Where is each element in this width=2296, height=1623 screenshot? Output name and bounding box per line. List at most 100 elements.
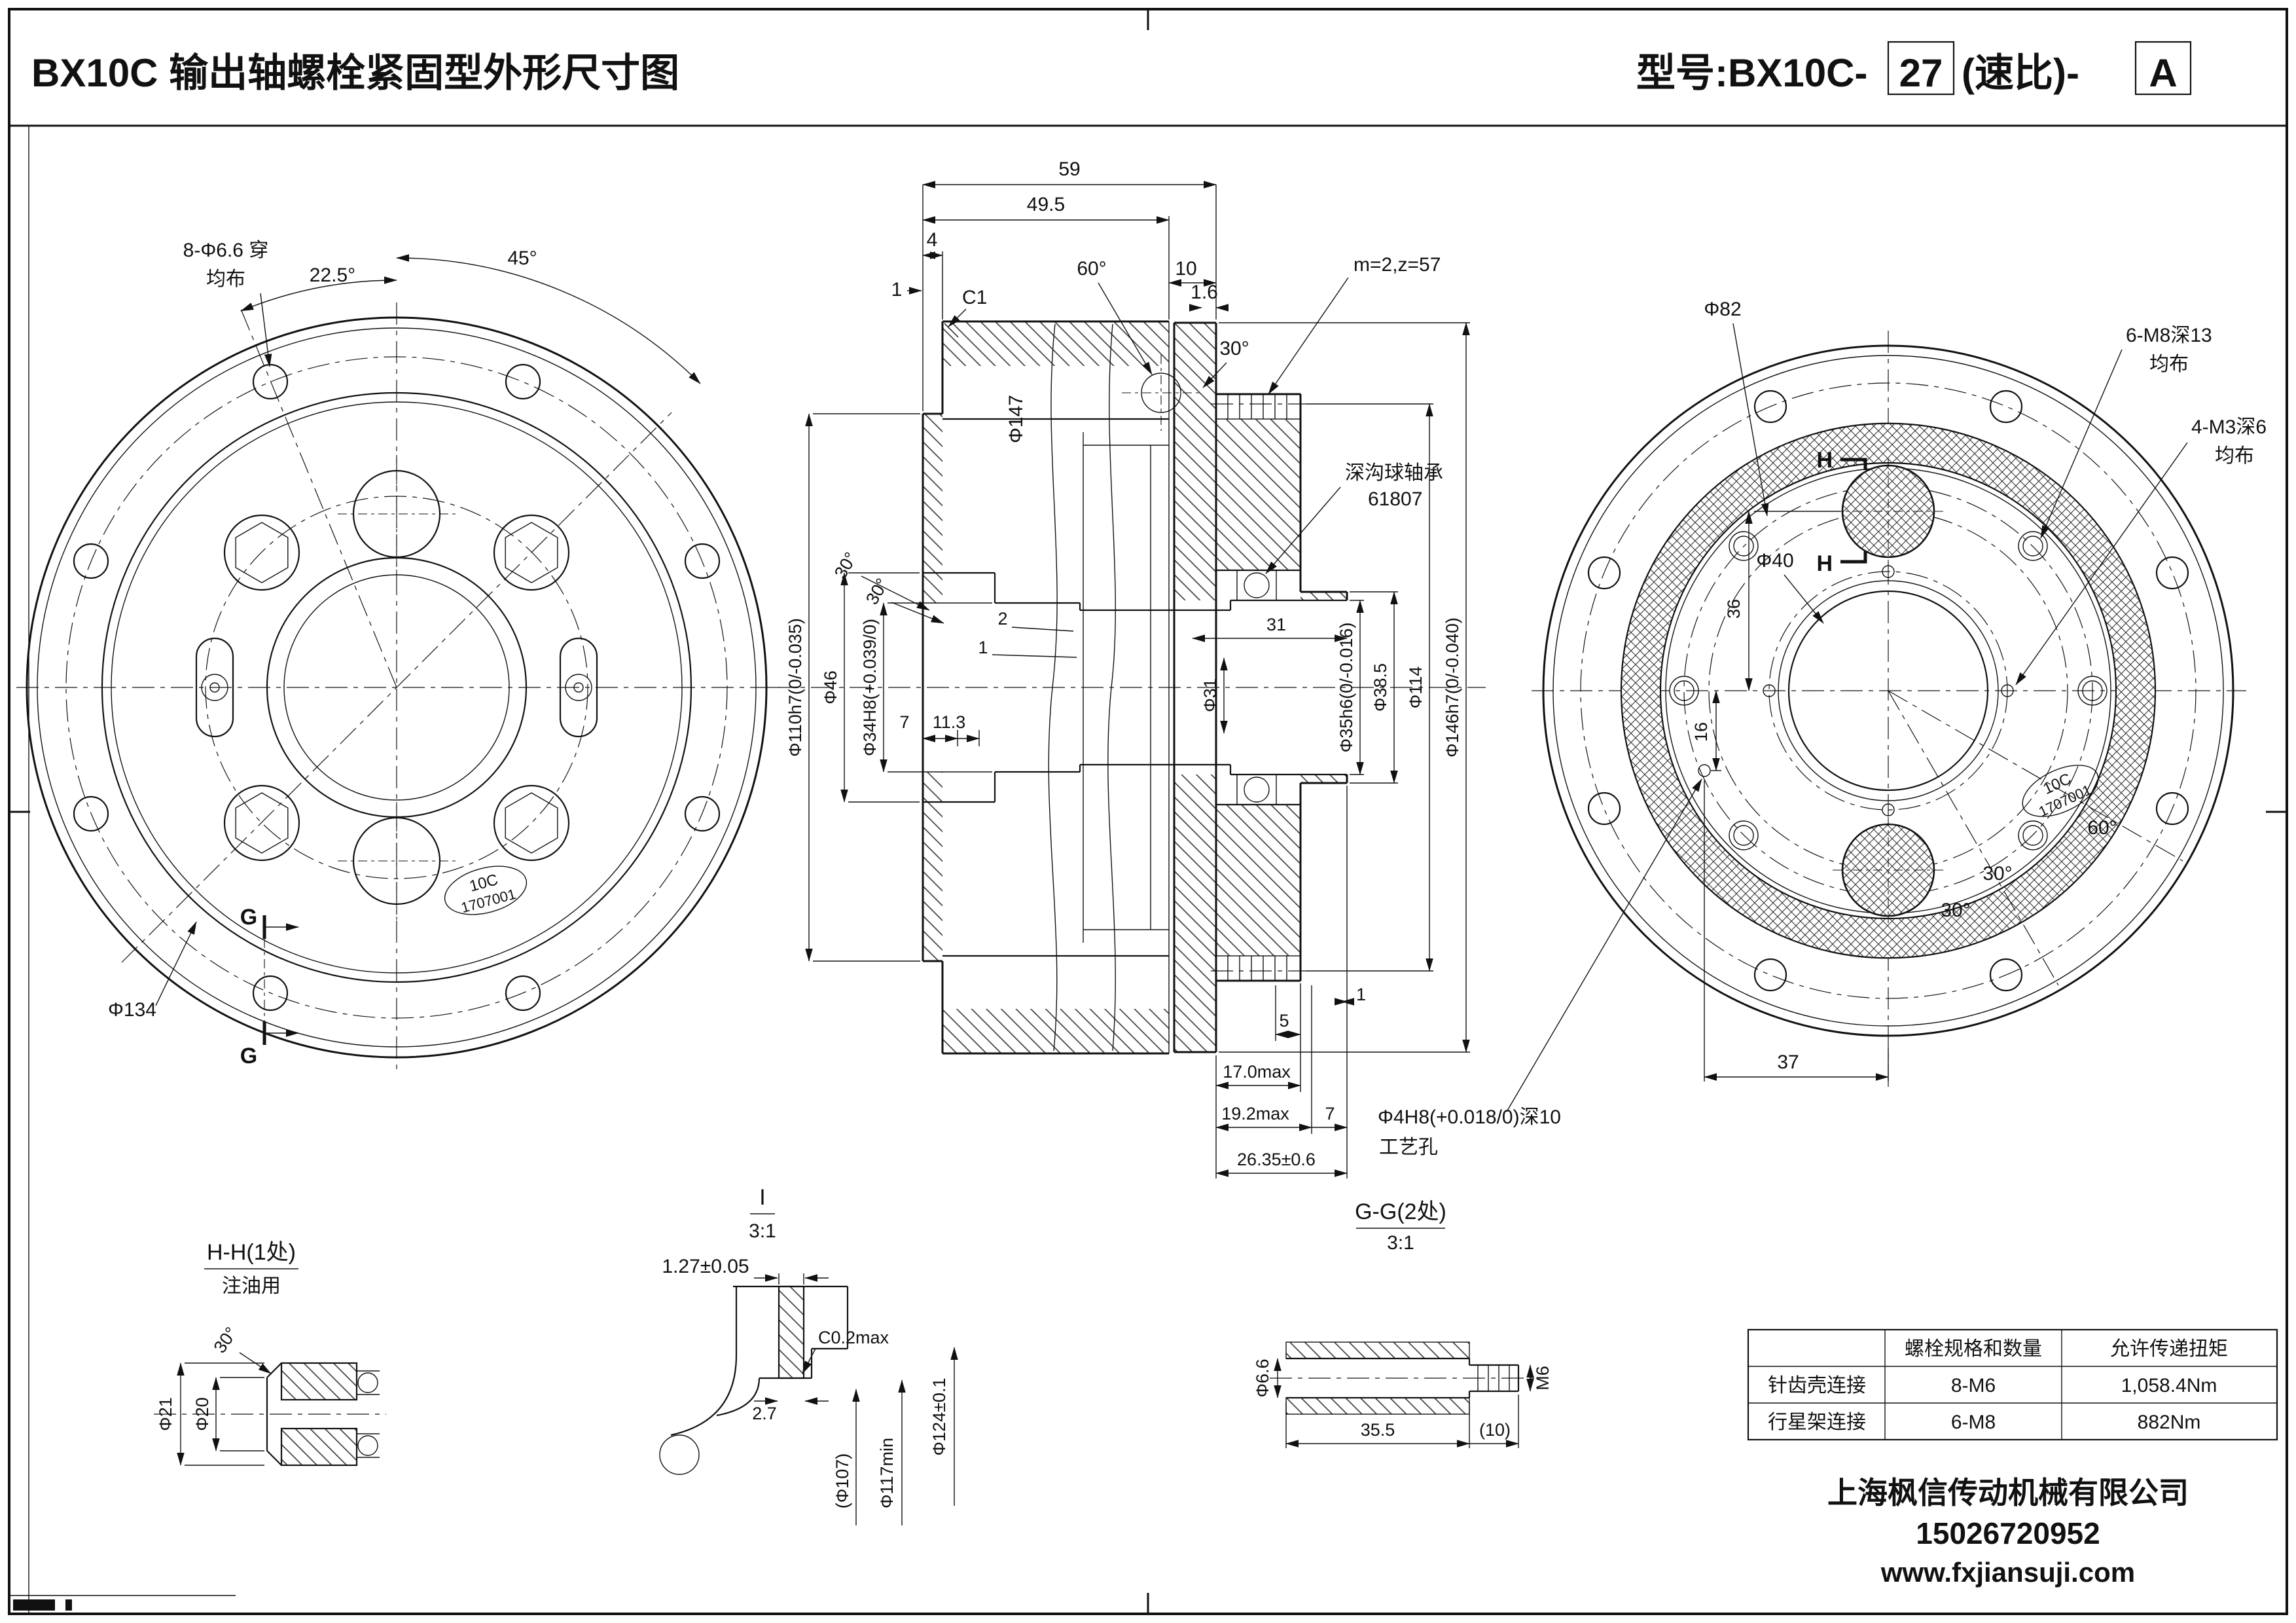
dim-20: Φ20 bbox=[192, 1397, 212, 1431]
dim-1-bot: 1 bbox=[1356, 985, 1366, 1004]
hole-callout-line2: 均布 bbox=[206, 268, 245, 290]
model-prefix: 型号:BX10C- bbox=[1636, 51, 1867, 95]
rear-outer-circle bbox=[1542, 344, 2234, 1037]
dim-1-6: 1.6 bbox=[1191, 282, 1218, 303]
section-h-marks: H H bbox=[1816, 448, 1867, 576]
dim-124: Φ124±0.1 bbox=[929, 1378, 949, 1456]
ratio-value: 27 bbox=[1899, 51, 1943, 95]
bearing-label-line1: 深沟球轴承 bbox=[1345, 462, 1443, 484]
angle-30-rear1: 30° bbox=[1982, 863, 2012, 884]
spec-table: 螺栓规格和数量 允许传递扭矩 针齿壳连接 8-M6 1,058.4Nm 行星架连… bbox=[1747, 1328, 2278, 1441]
detail-hh: H-H(1处) 注油用 Φ21 Φ20 30° bbox=[154, 1240, 386, 1467]
dim-59: 59 bbox=[1058, 158, 1080, 180]
table-row2-name: 行星架连接 bbox=[1768, 1412, 1866, 1433]
output-flange-outline bbox=[1173, 321, 1348, 1053]
table-header-torque: 允许传递扭矩 bbox=[2110, 1338, 2228, 1360]
section-g-marks: G G bbox=[240, 905, 299, 1068]
dim-26-35: 26.35±0.6 bbox=[1237, 1150, 1316, 1169]
dim-147: Φ147 bbox=[1005, 395, 1027, 443]
kidney-slots bbox=[195, 637, 598, 738]
company-info: 上海枫信传动机械有限公司 15026720952 www.fxjiansuji.… bbox=[1827, 1476, 2189, 1588]
dim-6-6: Φ6.6 bbox=[1253, 1359, 1272, 1397]
dim-38-5: Φ38.5 bbox=[1371, 663, 1390, 712]
page-title: BX10C 输出轴螺栓紧固型外形尺寸图 bbox=[31, 51, 679, 95]
detail-i: I 3:1 1.27±0.05 C0.2max 2.7 (Φ107) Φ117m… bbox=[659, 1185, 958, 1525]
title-bar: BX10C 输出轴螺栓紧固型外形尺寸图 型号:BX10C- 27 (速比)- A bbox=[31, 41, 2192, 96]
variant-box bbox=[2134, 41, 2192, 96]
section-view: 59 49.5 4 1 C1 60° 10 1.6 30° m=2,z=57 Φ… bbox=[772, 158, 1486, 1178]
angle-60-rear: 60° bbox=[2087, 817, 2117, 839]
company-phone: 15026720952 bbox=[1916, 1516, 2100, 1550]
process-callout-line1: Φ4H8(+0.018/0)深10 bbox=[1378, 1106, 1561, 1128]
table-row1-torque: 1,058.4Nm bbox=[2121, 1375, 2217, 1396]
bearing-label-line2: 61807 bbox=[1368, 488, 1422, 510]
dim-11-3: 11.3 bbox=[933, 712, 966, 732]
dia40-circle bbox=[1787, 590, 1989, 792]
dim-146h7: Φ146h7(0/-0.040) bbox=[1443, 617, 1462, 757]
model-suffix: (速比)- bbox=[1962, 51, 2079, 95]
table-row1-bolts: 8-M6 bbox=[1951, 1375, 1996, 1396]
dim-114: Φ114 bbox=[1406, 666, 1426, 709]
detail-hh-subtitle: 注油用 bbox=[222, 1275, 281, 1297]
detail-gg-title: G-G(2处) bbox=[1355, 1199, 1446, 1224]
dim-16: 16 bbox=[1691, 722, 1711, 742]
dim-c1: C1 bbox=[962, 287, 987, 308]
section-label-g: G bbox=[240, 1044, 257, 1068]
housing-outline bbox=[922, 320, 1170, 1055]
ratio-box bbox=[1887, 41, 1955, 96]
gear-pitch-lines bbox=[1211, 403, 1306, 972]
section-label-h: H bbox=[1816, 551, 1833, 576]
m3-callout-line2: 均布 bbox=[2215, 445, 2254, 467]
angle-30-rear2: 30° bbox=[1941, 900, 1970, 921]
company-website: www.fxjiansuji.com bbox=[1880, 1557, 2135, 1588]
angle-30-top: 30° bbox=[1219, 338, 1249, 359]
dim-7-bot: 7 bbox=[1325, 1104, 1335, 1123]
dim-134: Φ134 bbox=[108, 999, 156, 1021]
detail-hh-title: H-H(1处) bbox=[207, 1240, 296, 1265]
dim-117: Φ117min bbox=[877, 1438, 897, 1508]
angle-60: 60° bbox=[1077, 258, 1106, 280]
dim-10p: (10) bbox=[1479, 1420, 1511, 1440]
dim-31-len: 31 bbox=[1266, 615, 1286, 634]
section-label-g: G bbox=[240, 905, 257, 930]
output-flange-hatch bbox=[1174, 323, 1216, 600]
carrier-lines bbox=[1048, 323, 1200, 1051]
dim-5: 5 bbox=[1279, 1011, 1289, 1030]
dim-1-27: 1.27±0.05 bbox=[662, 1256, 749, 1277]
hole-radial-line bbox=[240, 308, 397, 688]
m8-callout-line2: 均布 bbox=[2149, 354, 2189, 375]
m3-callout-line1: 4-M3深6 bbox=[2191, 416, 2267, 438]
dim-31: Φ31 bbox=[1200, 678, 1220, 712]
detail-gg-scale: 3:1 bbox=[1387, 1232, 1414, 1254]
table-header-bolts: 螺栓规格和数量 bbox=[1905, 1338, 2042, 1360]
dim-19-2max: 19.2max bbox=[1221, 1104, 1289, 1123]
seal-strip bbox=[778, 1285, 805, 1379]
process-hole bbox=[1698, 764, 1711, 777]
dim-7-left: 7 bbox=[899, 712, 909, 732]
detail-i-scale: 3:1 bbox=[749, 1220, 776, 1242]
dim-2: 2 bbox=[997, 609, 1007, 629]
table-row2-torque: 882Nm bbox=[2138, 1412, 2201, 1433]
dim-82: Φ82 bbox=[1704, 299, 1741, 320]
dim-1-left: 1 bbox=[891, 279, 903, 301]
corner-mark bbox=[65, 1599, 72, 1611]
dim-40: Φ40 bbox=[1756, 550, 1793, 572]
company-name: 上海枫信传动机械有限公司 bbox=[1827, 1476, 2189, 1510]
table-row1-name: 针齿壳连接 bbox=[1768, 1375, 1866, 1396]
rear-view: Φ82 6-M8深13 均布 4-M3深6 均布 Φ40 36 16 H H 6… bbox=[1378, 299, 2267, 1158]
dim-107: (Φ107) bbox=[833, 1453, 852, 1509]
dim-4: 4 bbox=[927, 229, 938, 251]
dim-49-5: 49.5 bbox=[1027, 194, 1065, 215]
m8-callout-line1: 6-M8深13 bbox=[2126, 325, 2212, 346]
dim-34h8: Φ34H8(+0.039/0) bbox=[860, 619, 880, 756]
dim-35-5: 35.5 bbox=[1361, 1420, 1395, 1440]
section-label-h: H bbox=[1816, 448, 1833, 473]
pin-roller bbox=[1141, 373, 1181, 413]
dim-21: Φ21 bbox=[156, 1397, 175, 1431]
detail-i-title: I bbox=[759, 1185, 765, 1210]
dim-17max: 17.0max bbox=[1223, 1062, 1291, 1082]
bore-lines bbox=[923, 572, 1347, 803]
rear-flange-holes bbox=[1587, 390, 2189, 992]
chamfer-c1 bbox=[944, 323, 959, 338]
front-view: 8-Φ6.6 穿 均布 22.5° 45° Φ134 G G 10C 17070… bbox=[16, 240, 780, 1074]
